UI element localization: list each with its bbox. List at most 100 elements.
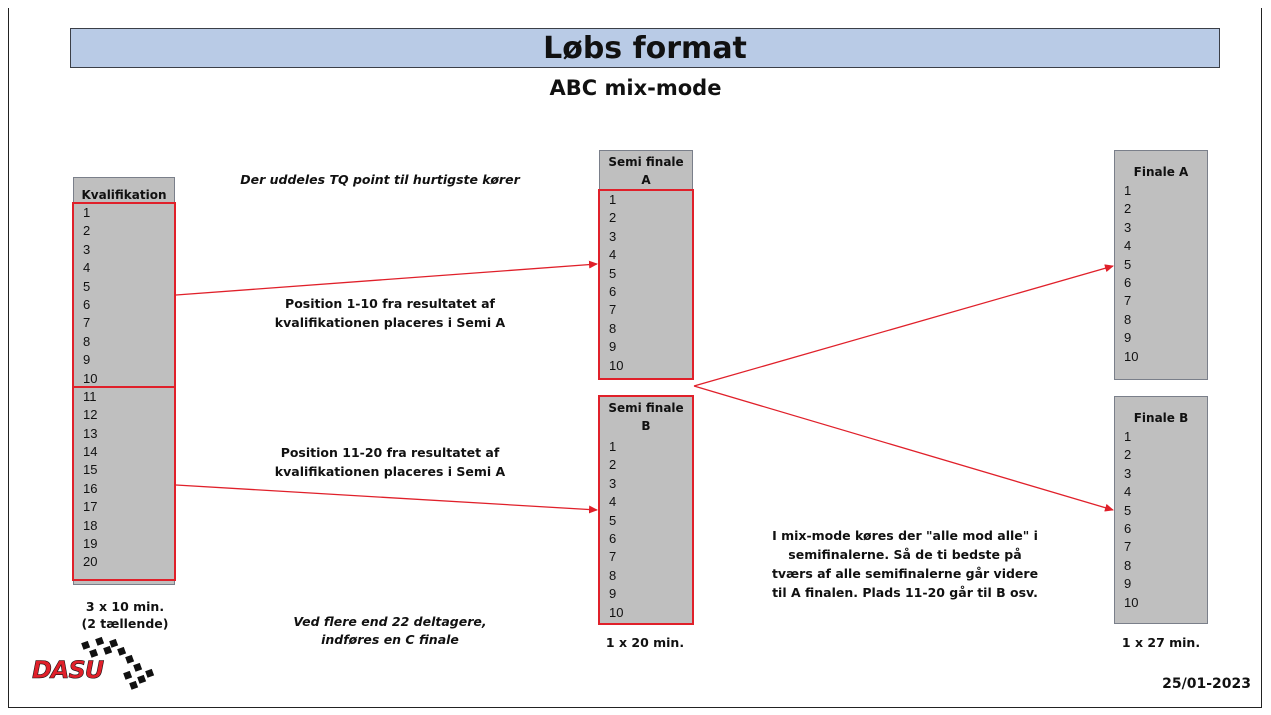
page-subtitle: ABC mix-mode <box>549 76 722 100</box>
position-row: 2 <box>609 457 617 473</box>
position-row: 4 <box>609 247 617 263</box>
position-row: 1 <box>1124 429 1132 444</box>
qualification-caption: 3 x 10 min. (2 tællende) <box>60 598 190 632</box>
position-row: 18 <box>83 517 98 533</box>
position-row: 20 <box>83 554 98 570</box>
position-row: 7 <box>83 315 91 331</box>
semi-a-header-line1: Semi finale <box>608 155 684 169</box>
position-row: 5 <box>83 278 91 294</box>
mix-mode-note-line3: tværs af alle semifinalerne går videre <box>771 566 1039 581</box>
position-row: 8 <box>1124 311 1132 327</box>
semi-a-header-line2: A <box>641 173 651 187</box>
arrow-quali-to-semi-b <box>175 484 598 514</box>
date-label: 25/01-2023 <box>1162 676 1251 692</box>
dasu-logo-text: DASU <box>32 656 104 684</box>
position-row: 8 <box>83 333 91 349</box>
position-row: 10 <box>609 357 624 373</box>
arrow-semi-to-final-a <box>693 264 1114 387</box>
final-b-header: Finale B <box>1133 411 1189 425</box>
semi-b-note-line1: Position 11-20 fra resultatet af <box>280 445 500 460</box>
semi-a-note-line1: Position 1-10 fra resultatet af <box>285 296 495 311</box>
position-row: 6 <box>609 530 617 546</box>
position-row: 16 <box>83 480 98 496</box>
c-final-note: Ved flere end 22 deltagere, indføres en … <box>240 613 540 649</box>
position-row: 12 <box>83 407 98 423</box>
semi-b-note: Position 11-20 fra resultatet af kvalifi… <box>240 443 540 481</box>
slide-frame <box>8 8 1262 708</box>
qualification-caption-line2: (2 tællende) <box>81 616 169 631</box>
position-row: 9 <box>609 586 617 602</box>
position-row: 10 <box>1124 594 1139 610</box>
position-row: 3 <box>609 475 617 491</box>
semi-b-header: Semi finale B <box>600 399 692 435</box>
position-row: 6 <box>83 296 91 312</box>
position-row: 6 <box>1124 520 1132 536</box>
position-row: 5 <box>609 265 617 281</box>
semi-b-header-line1: Semi finale <box>608 401 684 415</box>
position-row: 1 <box>83 205 91 220</box>
final-caption: 1 x 27 min. <box>1121 635 1201 650</box>
position-row: 10 <box>1124 348 1139 364</box>
position-row: 3 <box>1124 465 1132 481</box>
position-row: 2 <box>609 210 617 226</box>
position-row: 9 <box>1124 576 1132 592</box>
position-row: 3 <box>609 228 617 244</box>
position-row: 6 <box>609 283 617 299</box>
position-row: 1 <box>609 192 617 207</box>
position-row: 3 <box>1124 219 1132 235</box>
dasu-logo: DASU <box>30 636 160 692</box>
final-a-header: Finale A <box>1133 165 1189 179</box>
position-row: 11 <box>83 388 97 404</box>
semi-b-header-line2: B <box>641 419 651 433</box>
position-row: 8 <box>609 567 617 583</box>
qualification-header: Kvalifikation <box>81 188 167 202</box>
semi-a-header: Semi finale A <box>600 153 692 189</box>
position-row: 2 <box>83 223 91 239</box>
c-final-note-line1: Ved flere end 22 deltagere, <box>293 614 487 629</box>
position-row: 10 <box>609 604 624 620</box>
position-row: 13 <box>83 425 98 441</box>
position-row: 7 <box>609 302 617 318</box>
position-row: 19 <box>83 536 98 552</box>
position-row: 6 <box>1124 274 1132 290</box>
position-row: 7 <box>1124 293 1132 309</box>
position-row: 5 <box>1124 502 1132 518</box>
position-row: 5 <box>1124 256 1132 272</box>
title-banner: Løbs format <box>70 28 1220 68</box>
mix-mode-note-line2: semifinalerne. Så de ti bedste på <box>788 547 1022 562</box>
position-row: 9 <box>83 352 91 368</box>
page-title: Løbs format <box>543 30 747 66</box>
arrow-semi-to-final-b <box>693 385 1114 512</box>
c-final-note-line2: indføres en C finale <box>321 632 459 647</box>
semi-a-note-line2: kvalifikationen placeres i Semi A <box>274 315 506 330</box>
position-row: 9 <box>1124 330 1132 346</box>
position-row: 3 <box>83 241 91 257</box>
position-row: 1 <box>1124 183 1132 198</box>
position-row: 7 <box>609 549 617 565</box>
position-row: 7 <box>1124 539 1132 555</box>
position-row: 1 <box>609 439 617 454</box>
position-row: 10 <box>83 370 98 386</box>
semi-b-note-line2: kvalifikationen placeres i Semi A <box>274 464 506 479</box>
qualification-caption-line1: 3 x 10 min. <box>85 599 165 614</box>
position-row: 14 <box>83 444 98 460</box>
position-row: 2 <box>1124 201 1132 217</box>
arrow-quali-to-semi-a <box>175 260 598 296</box>
semi-a-note: Position 1-10 fra resultatet af kvalifik… <box>240 294 540 332</box>
position-row: 2 <box>1124 447 1132 463</box>
position-row: 4 <box>83 260 91 276</box>
mix-mode-note: I mix-mode køres der "alle mod alle" i s… <box>745 526 1065 602</box>
mix-mode-note-line1: I mix-mode køres der "alle mod alle" i <box>772 528 1038 543</box>
position-row: 4 <box>609 494 617 510</box>
mix-mode-note-line4: til A finalen. Plads 11-20 går til B osv… <box>772 585 1038 600</box>
